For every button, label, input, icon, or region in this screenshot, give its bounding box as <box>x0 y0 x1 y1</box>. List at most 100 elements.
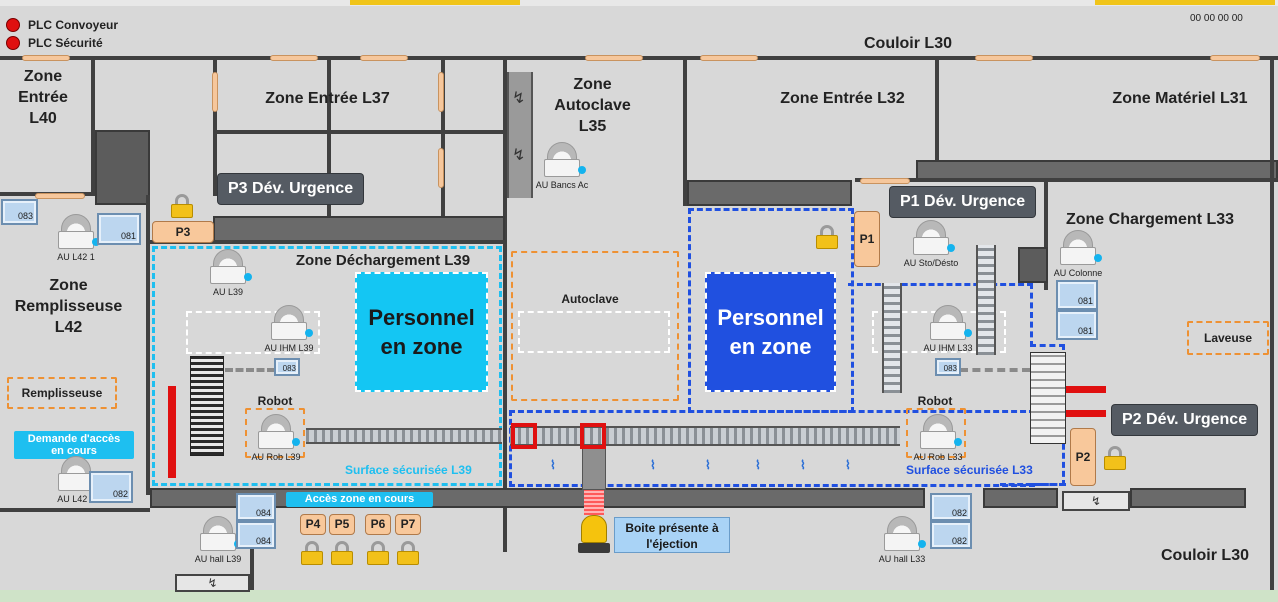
door-marker <box>700 55 758 61</box>
hmi-screen-081-b[interactable]: 081 <box>1056 310 1098 340</box>
top-progress-bar-right <box>1095 0 1275 5</box>
hmi-screen-082-a[interactable]: 082 <box>930 493 972 521</box>
wall <box>250 508 254 602</box>
au-l42-2[interactable]: AU L42 2 <box>52 456 100 510</box>
robot-l39-rail <box>168 386 176 478</box>
au-hall-l33[interactable]: AU hall L33 <box>878 516 926 570</box>
zigzag-icon: ⌇ <box>550 458 556 472</box>
wall <box>146 195 150 495</box>
au-ihm-l33[interactable]: AU IHM L33 <box>923 305 973 359</box>
lock-icon[interactable] <box>397 541 419 565</box>
hmi-screen-083-l39[interactable]: 083 <box>274 358 300 376</box>
zone-entree-l32: Zone Entrée L32 <box>780 90 905 107</box>
hall-wall-stub: ↯ <box>1062 491 1130 511</box>
clock: 00 00 00 00 <box>1190 13 1243 24</box>
zone-materiel-l31: Zone Matériel L31 <box>1112 90 1248 107</box>
zigzag-icon: ⌇ <box>755 458 761 472</box>
au-rob-l33[interactable]: AU Rob L33 <box>913 414 963 468</box>
door-p1[interactable]: P1 <box>854 211 880 267</box>
wall <box>855 178 1278 182</box>
hmi-screen-082-b[interactable]: 082 <box>930 521 972 549</box>
lock-icon[interactable] <box>816 225 838 249</box>
plc-convoyeur-status[interactable]: PLC Convoyeur <box>6 17 118 33</box>
door-p5[interactable]: P5 <box>329 514 355 535</box>
wall <box>1270 56 1274 602</box>
au-l39[interactable]: AU L39 <box>204 249 252 303</box>
wall <box>327 56 331 216</box>
wall-block <box>687 180 852 206</box>
wall-bottom <box>1130 488 1246 508</box>
door-marker <box>1210 55 1260 61</box>
wall <box>935 56 939 182</box>
door-marker <box>975 55 1033 61</box>
zone-remplisseuse-l42: Zone Remplisseuse L42 <box>14 277 123 336</box>
p2-urgence-button[interactable]: P2 Dév. Urgence <box>1112 405 1258 435</box>
surface-l39-label: Surface sécurisée L39 <box>345 463 472 477</box>
wall <box>213 56 217 196</box>
p1-urgence-button[interactable]: P1 Dév. Urgence <box>890 187 1036 217</box>
personnel-zone-left[interactable]: Personnel en zone <box>355 272 488 392</box>
wall <box>441 56 445 216</box>
ihm-area-autoclave <box>518 311 670 353</box>
autoclave-switch-icon: ↯ <box>512 147 526 164</box>
zigzag-icon: ⌇ <box>800 458 806 472</box>
autoclave-room-wall <box>507 72 533 198</box>
wall-bottom <box>983 488 1058 508</box>
wall <box>683 56 687 206</box>
surface-l33-boundary-right <box>848 283 1033 347</box>
au-rob-l39[interactable]: AU Rob L39 <box>251 414 301 468</box>
ejection-sensor <box>580 423 606 449</box>
plc-securite-status[interactable]: PLC Sécurité <box>6 35 103 51</box>
door-p2[interactable]: P2 <box>1070 428 1096 486</box>
zigzag-icon: ⌇ <box>650 458 656 472</box>
hmi-screen-084-a[interactable]: 084 <box>236 493 276 521</box>
au-ihm-l39[interactable]: AU IHM L39 <box>264 305 314 359</box>
wall-block <box>213 216 505 242</box>
remplisseuse-label: Remplisseuse <box>21 386 103 400</box>
door-p4[interactable]: P4 <box>300 514 326 535</box>
key-icon[interactable] <box>1017 227 1053 239</box>
autoclave-zone[interactable] <box>511 251 679 401</box>
au-bancs-ac[interactable]: AU Bancs Ac <box>536 142 588 196</box>
hmi-screen-081-left[interactable]: 081 <box>97 213 141 245</box>
au-l42-1[interactable]: AU L42 1 <box>52 214 100 268</box>
hmi-screen-082-left[interactable]: 082 <box>89 471 133 503</box>
hmi-screen-084-b[interactable]: 084 <box>236 521 276 549</box>
robot-l33-rail <box>1066 386 1106 393</box>
surface-l33-boundary-bottom <box>509 410 1035 487</box>
au-hall-l39[interactable]: AU hall L39 <box>194 516 242 570</box>
door-marker <box>22 55 70 61</box>
surface-l33-label: Surface sécurisée L33 <box>906 463 1033 477</box>
robot-l39-zone[interactable] <box>245 408 305 458</box>
top-strip <box>0 0 1278 6</box>
wall <box>91 56 95 196</box>
lock-icon[interactable] <box>331 541 353 565</box>
lock-icon[interactable] <box>301 541 323 565</box>
personnel-zone-right[interactable]: Personnel en zone <box>705 272 836 392</box>
lock-icon[interactable] <box>367 541 389 565</box>
p3-urgence-button[interactable]: P3 Dév. Urgence <box>218 174 364 204</box>
laveuse-zone[interactable] <box>1187 321 1269 355</box>
zigzag-icon: ⌇ <box>845 458 851 472</box>
door-p6[interactable]: P6 <box>365 514 391 535</box>
key-icon[interactable] <box>174 169 210 181</box>
remplisseuse-zone[interactable] <box>7 377 117 409</box>
robot-l33-zone[interactable] <box>906 408 966 458</box>
door-p3[interactable]: P3 <box>152 221 214 243</box>
robot-l39-label: Robot <box>257 394 293 408</box>
surface-l39-boundary <box>152 246 502 486</box>
door-p7[interactable]: P7 <box>395 514 421 535</box>
door-marker <box>585 55 643 61</box>
au-colonne[interactable]: AU Colonne <box>1054 230 1102 284</box>
door-marker <box>438 72 444 112</box>
wall <box>150 240 507 244</box>
wall <box>213 130 505 134</box>
lock-icon[interactable] <box>1104 446 1126 470</box>
hmi-screen-083-left[interactable]: 083 <box>1 199 38 225</box>
ejection-beam <box>584 490 604 515</box>
hmi-screen-081-a[interactable]: 081 <box>1056 280 1098 310</box>
conveyor-l39 <box>306 428 502 444</box>
lock-icon[interactable] <box>171 194 193 218</box>
au-sto-desto[interactable]: AU Sto/Désto <box>904 220 958 274</box>
hmi-screen-083-l33[interactable]: 083 <box>935 358 961 376</box>
